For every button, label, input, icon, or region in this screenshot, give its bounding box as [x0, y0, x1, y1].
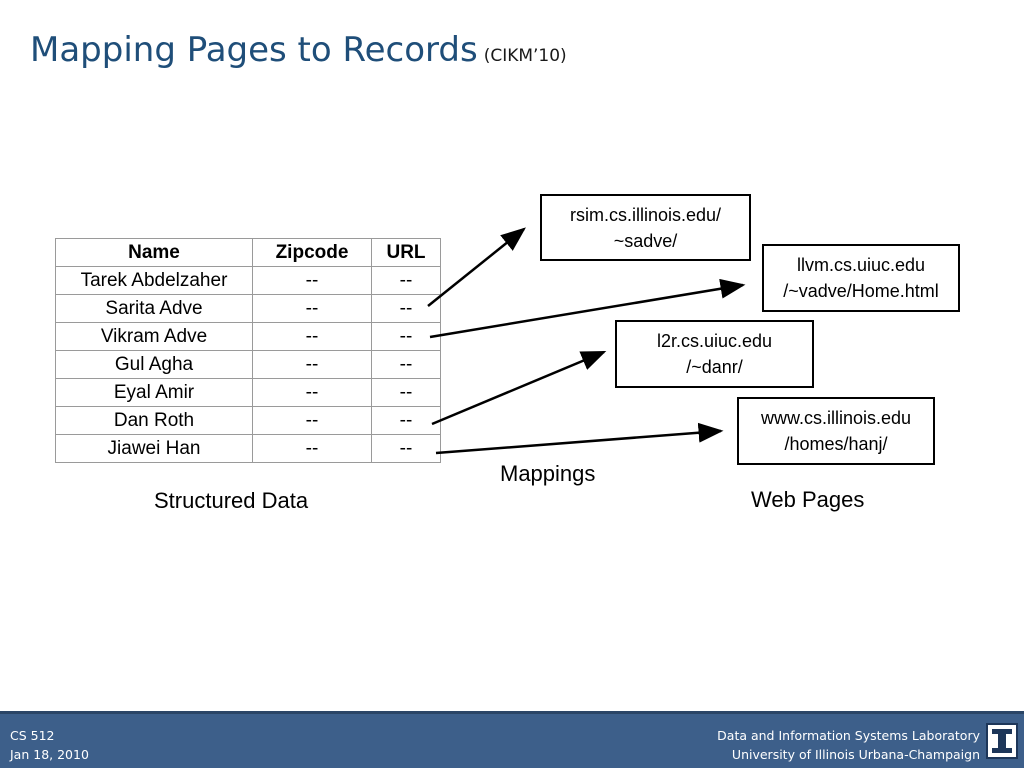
web-page-box-sadve: rsim.cs.illinois.edu/ ~sadve/: [540, 194, 751, 261]
web-page-url-line: /~vadve/Home.html: [783, 281, 939, 301]
table-row: Tarek Abdelzaher -- --: [55, 266, 441, 295]
cell-zipcode: --: [252, 434, 372, 463]
slide-footer: CS 512 Jan 18, 2010 Data and Information…: [0, 711, 1024, 768]
footer-date: Jan 18, 2010: [10, 747, 89, 762]
cell-url: --: [371, 406, 441, 435]
web-page-url-line: rsim.cs.illinois.edu/: [569, 205, 722, 225]
table-row: Sarita Adve -- --: [55, 294, 441, 323]
title-suffix: (CIKM’10): [483, 46, 567, 66]
footer-lab: Data and Information Systems Laboratory: [717, 728, 980, 743]
mapping-arrow-hanj: [435, 422, 724, 455]
slide-title: Mapping Pages to Records(CIKM’10): [30, 30, 567, 76]
caption-structured-data: Structured Data: [154, 488, 309, 513]
cell-name: Tarek Abdelzaher: [55, 266, 253, 295]
footer-left: CS 512 Jan 18, 2010: [10, 726, 89, 764]
university-logo-icon: [986, 723, 1018, 759]
web-page-url-line: www.cs.illinois.edu: [760, 408, 912, 428]
mapping-arrow-sadve: [427, 227, 526, 307]
mapping-arrow-vadve: [429, 278, 746, 339]
cell-url: --: [371, 434, 441, 463]
cell-name: Gul Agha: [55, 350, 253, 379]
cell-zipcode: --: [252, 378, 372, 407]
footer-course: CS 512: [10, 728, 55, 743]
web-page-url-line: /homes/hanj/: [784, 434, 888, 454]
cell-name: Sarita Adve: [55, 294, 253, 323]
web-page-url-line: ~sadve/: [613, 231, 678, 251]
footer-university: University of Illinois Urbana-Champaign: [731, 747, 980, 762]
table-row: Jiawei Han -- --: [55, 434, 441, 463]
table-row: Vikram Adve -- --: [55, 322, 441, 351]
web-page-url-line: /~danr/: [686, 357, 743, 377]
records-table: Name Zipcode URL Tarek Abdelzaher -- -- …: [55, 238, 441, 463]
web-page-url-line: llvm.cs.uiuc.edu: [796, 255, 926, 275]
web-page-box-vadve: llvm.cs.uiuc.edu /~vadve/Home.html: [762, 244, 960, 312]
cell-url: --: [371, 378, 441, 407]
cell-url: --: [371, 266, 441, 295]
table-row: Eyal Amir -- --: [55, 378, 441, 407]
cell-url: --: [371, 350, 441, 379]
title-text: Mapping Pages to Records: [30, 30, 478, 70]
footer-right: Data and Information Systems Laboratory …: [717, 726, 980, 764]
table-header-row: Name Zipcode URL: [55, 238, 441, 267]
cell-name: Jiawei Han: [55, 434, 253, 463]
web-page-box-danr: l2r.cs.uiuc.edu /~danr/: [615, 320, 814, 388]
caption-mappings: Mappings: [500, 461, 596, 486]
web-page-url-line: l2r.cs.uiuc.edu: [656, 331, 773, 351]
web-page-box-hanj: www.cs.illinois.edu /homes/hanj/: [737, 397, 935, 465]
mapping-arrow-danr: [431, 350, 607, 426]
caption-web-pages: Web Pages: [751, 487, 865, 512]
